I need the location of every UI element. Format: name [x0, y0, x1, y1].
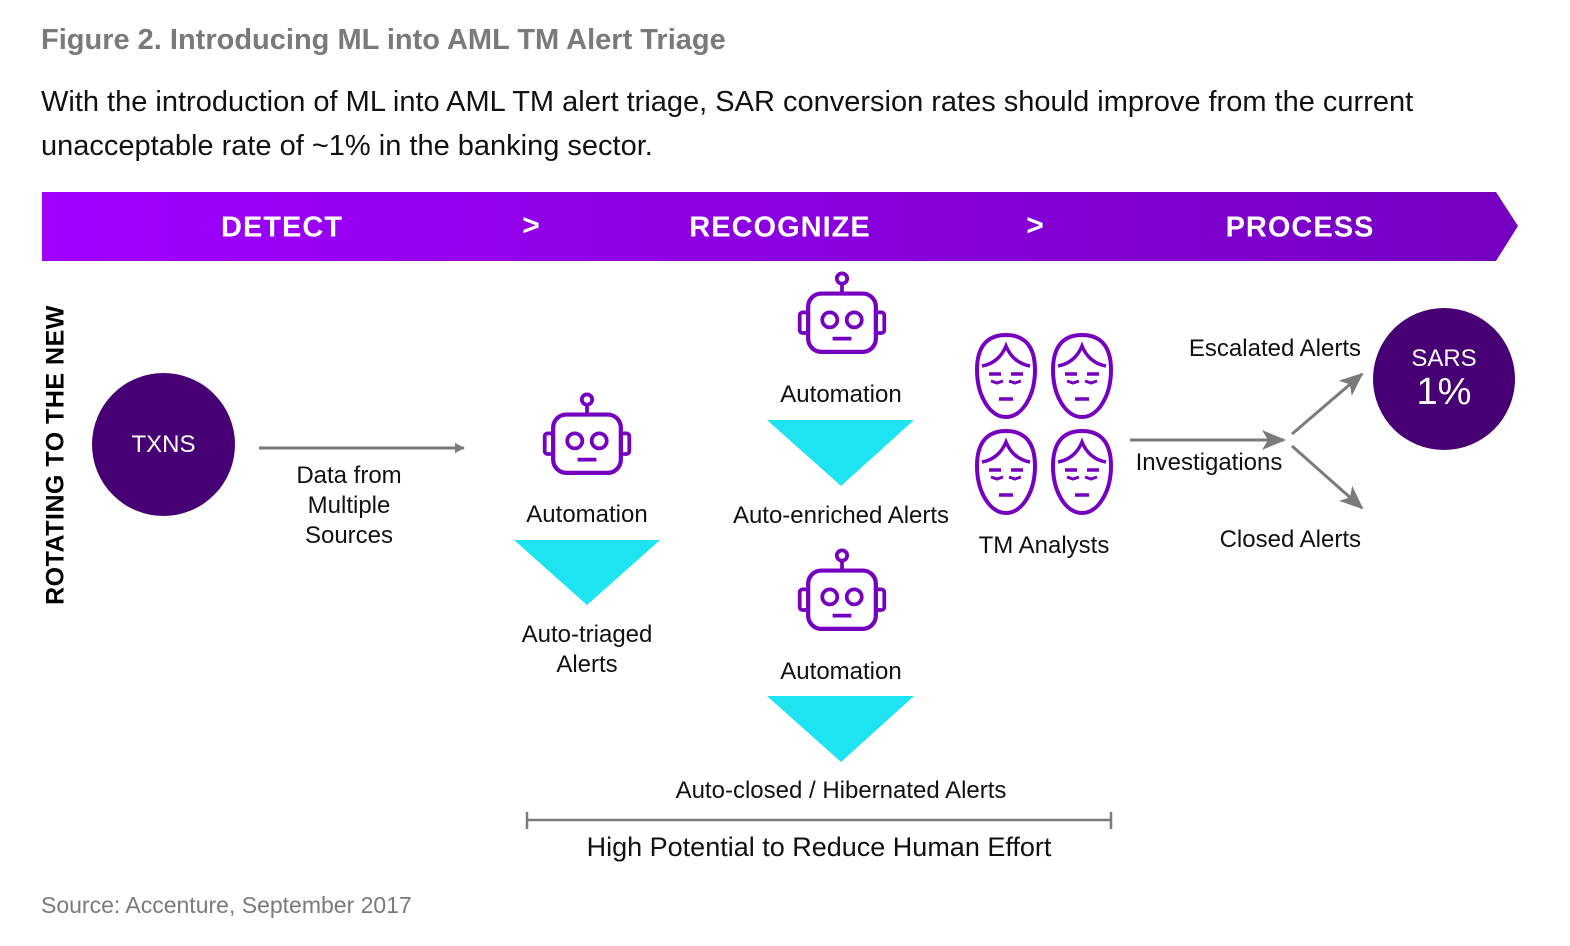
chevron-right-icon: > — [522, 209, 540, 242]
bottom-caption: High Potential to Reduce Human Effort — [586, 832, 1052, 862]
automation-label: Automation — [780, 381, 902, 408]
auto-closed-label: Auto-closed / Hibernated Alerts — [675, 777, 1007, 804]
sars-value: 1% — [1416, 371, 1472, 413]
figure-title: Figure 2. Introducing ML into AML TM Ale… — [41, 24, 726, 56]
funnel-triangle-icon — [514, 540, 660, 605]
data-sources-line: Data from — [296, 462, 402, 489]
automation-label: Automation — [780, 658, 902, 685]
side-label: ROTATING TO THE NEW — [41, 305, 70, 605]
data-sources-label: Data from Multiple Sources — [296, 461, 401, 551]
tm-analysts-label: TM Analysts — [978, 532, 1110, 559]
txns-label: TXNS — [131, 430, 196, 458]
analyst-face-icon — [975, 333, 1037, 419]
analyst-face-icon — [975, 429, 1037, 515]
analyst-face-icon — [1051, 429, 1113, 515]
arrow-icon — [1291, 372, 1364, 436]
stage-banner — [42, 192, 1518, 261]
stage-detect: DETECT — [221, 211, 343, 244]
source-note: Source: Accenture, September 2017 — [41, 892, 412, 918]
escalated-alerts-label: Escalated Alerts — [1188, 335, 1361, 362]
funnel-triangle-icon — [767, 696, 914, 762]
closed-alerts-label: Closed Alerts — [1219, 526, 1361, 553]
stage-process: PROCESS — [1225, 211, 1375, 244]
funnel-triangle-icon — [767, 420, 914, 486]
robot-icon — [800, 273, 885, 351]
data-sources-line: Multiple — [307, 492, 391, 519]
auto-enriched-label: Auto-enriched Alerts — [732, 502, 950, 529]
analyst-face-icon — [1051, 333, 1113, 419]
figure-subtitle: With the introduction of ML into AML TM … — [41, 86, 1414, 162]
data-sources-line: Sources — [304, 522, 394, 549]
robot-icon — [800, 550, 885, 628]
auto-triaged-line: Alerts — [556, 651, 618, 678]
automation-label: Automation — [526, 501, 648, 528]
stage-recognize: RECOGNIZE — [689, 211, 871, 244]
sars-label: SARS — [1411, 345, 1477, 372]
chevron-right-icon: > — [1026, 209, 1044, 242]
auto-triaged-line: Auto-triaged — [521, 621, 653, 648]
txns-node: TXNS — [92, 373, 235, 516]
auto-triaged-label: Auto-triaged Alerts — [522, 620, 653, 680]
robot-icon — [545, 394, 630, 472]
sars-node: SARS 1% — [1373, 308, 1515, 450]
arrow-icon — [1291, 444, 1364, 510]
investigations-label: Investigations — [1135, 449, 1283, 476]
